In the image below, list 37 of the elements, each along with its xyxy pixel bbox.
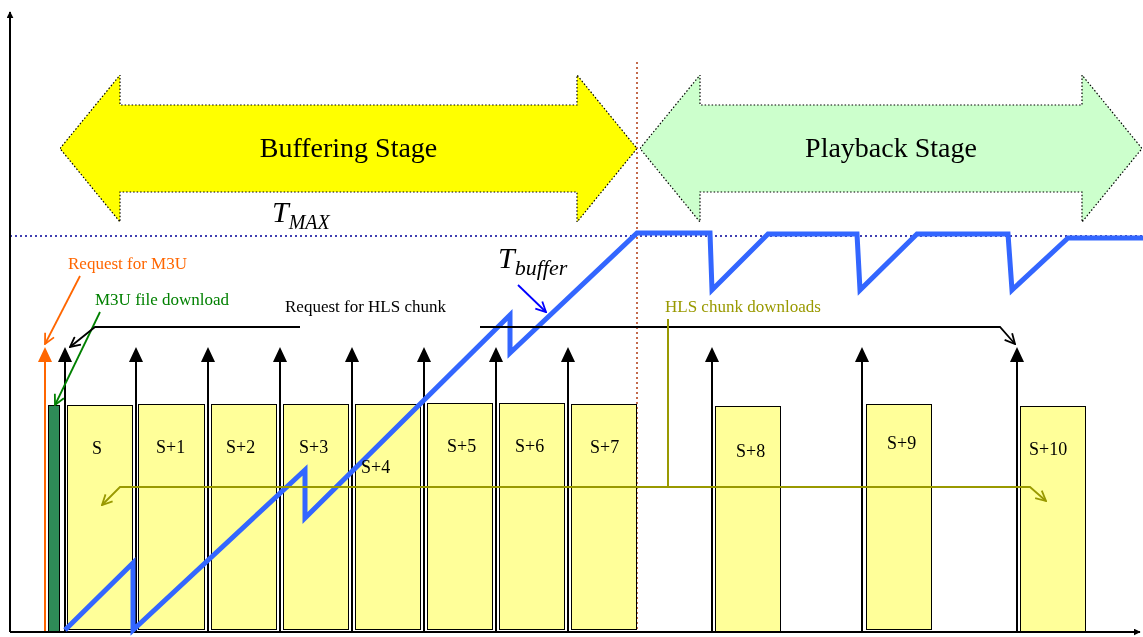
leader-line: [517, 284, 547, 313]
chunk-label: S+5: [447, 436, 477, 457]
annotation-label: HLS chunk downloads: [665, 297, 880, 319]
annotation-label: Request for HLS chunk: [285, 297, 495, 327]
leader-line: [479, 326, 1016, 345]
chunk-label: S+7: [590, 437, 620, 458]
chunk-box: [866, 404, 932, 630]
leader-line: [69, 326, 301, 348]
chunk-label: S+1: [156, 437, 186, 458]
chunk-box: [1020, 406, 1086, 632]
chunk-box: [715, 406, 781, 632]
stage-label: Playback Stage: [804, 131, 978, 164]
leader-line: [53, 311, 101, 406]
annotation-label: M3U file download: [95, 290, 275, 312]
chunk-box: [427, 403, 493, 630]
chunk-box: [67, 405, 133, 630]
annotation-label: Request for M3U: [68, 254, 208, 276]
chunk-label: S+6: [515, 436, 545, 457]
chunk-box: [283, 404, 349, 630]
variable-label: T$_{MAX}$: [272, 194, 330, 235]
chunk-box: [499, 403, 565, 630]
chunk-box: [211, 404, 277, 630]
stage-label: Buffering Stage: [258, 131, 439, 164]
chunk-label: S+4: [361, 457, 391, 478]
chunk-box: [355, 404, 421, 630]
download-bar: [48, 405, 60, 632]
chunk-label: S+2: [226, 437, 256, 458]
chunk-box: [138, 404, 205, 630]
chunk-label: S: [92, 438, 102, 459]
chunk-box: [571, 404, 637, 630]
chunk-label: S+8: [736, 441, 766, 462]
chunk-label: S+3: [299, 437, 329, 458]
leader-line: [44, 275, 81, 345]
chunk-label: S+10: [1029, 439, 1068, 460]
leader-line: [667, 318, 1047, 502]
variable-label: T$_{buffer}$: [498, 240, 588, 285]
chunk-label: S+9: [887, 433, 917, 454]
